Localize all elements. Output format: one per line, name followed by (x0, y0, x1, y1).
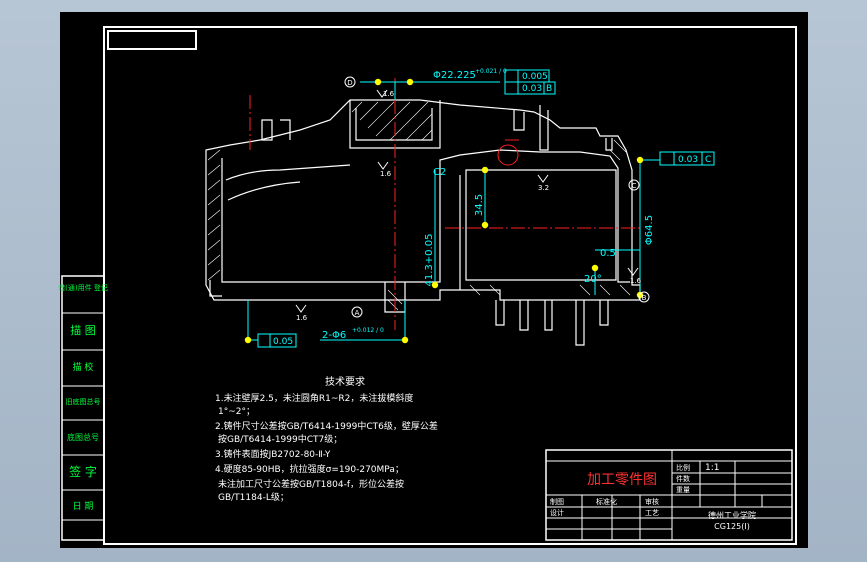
weight-label: 重量 (676, 486, 690, 494)
school-name: 德州工业学院 (708, 510, 756, 520)
feature-control-frames (257, 69, 715, 348)
requirements-title: 技术要求 (325, 375, 365, 388)
centerlines (249, 78, 640, 330)
req-line-0: 1.未注壁厚2.5，未注圆角R1~R2，未注拔模斜度 (215, 392, 413, 404)
dim-hole-tol: +0.012 / 0 (352, 327, 384, 334)
req-line-1: 1°~2°； (218, 407, 255, 417)
cad-grips[interactable] (244, 78, 644, 344)
roughness-1-6-b: 1.6 (380, 170, 392, 178)
req-line-3: 按GB/T6414-1999中CT7级； (218, 433, 342, 445)
corner-box (107, 30, 197, 50)
std-label: 标准化 (596, 497, 617, 506)
strip-label-3: 旧底图总号 (66, 397, 101, 406)
roughness-3-2: 3.2 (538, 184, 549, 192)
fcf-flatness: 0.005 (522, 72, 548, 82)
fcf-right-datum: C (705, 155, 711, 165)
dim-hole-spec: 2-Φ6 (322, 330, 346, 341)
technical-requirements: 技术要求 1.未注壁厚2.5，未注圆角R1~R2，未注拔模斜度 1°~2°； 2… (215, 375, 438, 503)
strip-label-4: 底图总号 (67, 432, 99, 442)
strip-label-2: 描 校 (73, 361, 94, 373)
req-line-5: 4.硬度85-90HB，抗拉强度σ=190-270MPa； (215, 463, 404, 475)
tech-label: 工艺 (645, 509, 659, 517)
dim-0-5: 0.5 (600, 248, 616, 259)
strip-label-5: 签 字 (69, 464, 97, 479)
datum-c: C (632, 182, 637, 190)
left-strip: 借(通)用件 登记 描 图 描 校 旧底图总号 底图总号 签 字 日 期 (58, 275, 108, 541)
fcf-right-perp: 0.03 (678, 155, 698, 165)
req-line-7: GB/T1184-L级； (218, 491, 289, 503)
project-code: CG125(I) (714, 522, 750, 531)
strip-label-1: 描 图 (70, 323, 96, 337)
drawing-name: 加工零件图 (587, 472, 657, 488)
design-label: 设计 (550, 508, 564, 517)
fcf-perp: 0.03 (522, 84, 542, 94)
ratio-label: 比例 (676, 463, 690, 472)
title-block (545, 449, 793, 541)
dim-chamfer: C2 (433, 167, 446, 178)
roughness-1-6-d: 1.6 (383, 90, 395, 98)
req-line-4: 3.铸件表面按JB2702-80-Ⅱ-Y (215, 448, 331, 460)
req-line-6: 未注加工尺寸公差按GB/T1804-f，形位公差按 (218, 478, 404, 490)
datum-markers (344, 76, 650, 318)
datum-d: D (347, 79, 352, 87)
dim-64-5: Φ64.5 (644, 215, 655, 245)
req-line-2: 2.铸件尺寸公差按GB/T6414-1999中CT6级，壁厚公差 (215, 420, 438, 432)
ratio-value: 1:1 (705, 463, 719, 473)
fcf-perp-datum: B (546, 84, 552, 94)
qty-label: 件数 (676, 474, 690, 483)
dimension-lines (247, 81, 660, 341)
dimension-texts: Φ22.225 +0.021 / 0 34.5 41.3+0.05 Φ64.5 … (322, 68, 655, 341)
datum-a: A (355, 309, 360, 317)
dim-34-5: 34.5 (474, 194, 485, 216)
draw-label: 制图 (550, 497, 564, 506)
strip-label-0: 借(通)用件 登记 (58, 283, 108, 292)
section-hatching (207, 101, 631, 311)
dim-20deg: 20° (584, 274, 602, 285)
roughness-1-6-c: 1.6 (630, 277, 642, 285)
fcf-bottom-flat: 0.05 (273, 337, 293, 347)
datum-b: B (642, 294, 647, 302)
roughness-symbols (295, 89, 639, 313)
dim-bore-tol: +0.021 / 0 (475, 68, 507, 75)
check-label: 审核 (645, 497, 659, 506)
strip-label-6: 日 期 (73, 501, 94, 512)
dim-bore-dia: Φ22.225 (433, 70, 476, 81)
dim-41-3: 41.3+0.05 (424, 234, 435, 287)
roughness-1-6-a: 1.6 (296, 314, 308, 322)
